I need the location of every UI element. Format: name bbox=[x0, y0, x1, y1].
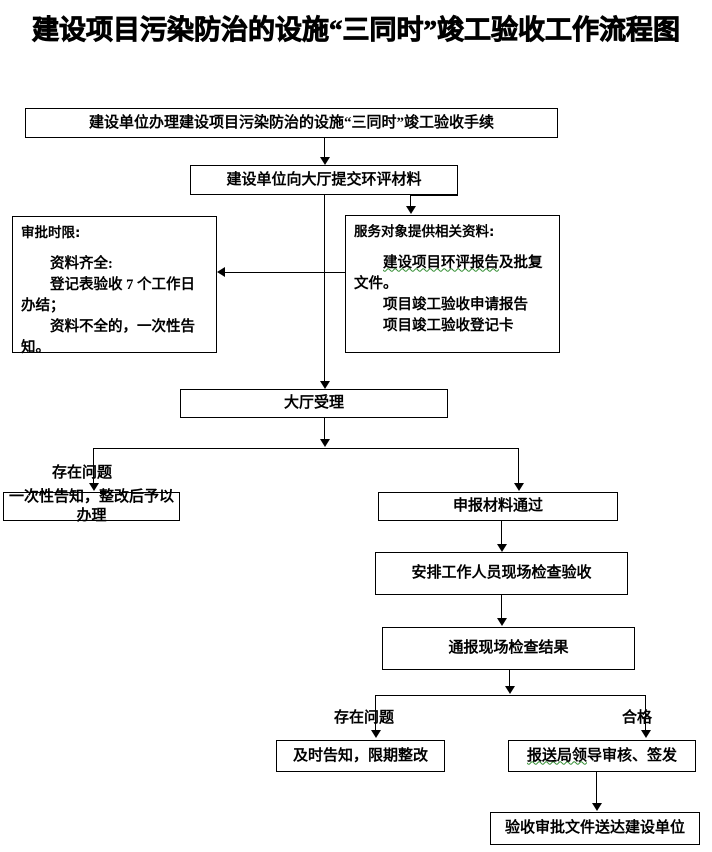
edge-label-problem-upper: 存在问题 bbox=[52, 465, 113, 481]
approval-time-limit-line-3: 资料不全的，一次性告知。 bbox=[21, 318, 195, 356]
connector-split-right-leg bbox=[518, 448, 519, 484]
connector-lower-right-leg bbox=[645, 695, 646, 731]
connector-split-left-leg bbox=[93, 448, 94, 484]
node-submit-to-leader: 报送局领导审核、签发 bbox=[508, 740, 696, 772]
node-deliver-document: 验收审批文件送达建设单位 bbox=[490, 812, 700, 845]
approval-time-limit-header: 审批时限: bbox=[21, 225, 81, 241]
node-hall-accept: 大厅受理 bbox=[180, 389, 448, 418]
arrowhead-hall-to-split bbox=[320, 439, 330, 447]
node-approval-time-limit: 审批时限: 资料齐全: 登记表验收 7 个工作日办结； 资料不全的，一次性告知。 bbox=[12, 216, 217, 356]
required-materials-line-2: 项目竣工验收申请报告 bbox=[383, 296, 528, 313]
connector-pass-to-site-check bbox=[501, 521, 502, 545]
arrowhead-site-check-to-report bbox=[497, 618, 507, 626]
arrowhead-lower-right-leg bbox=[641, 730, 651, 738]
connector-site-check-to-report bbox=[501, 595, 502, 619]
arrowhead-lower-left-leg bbox=[371, 730, 381, 738]
required-materials-line-3: 项目竣工验收登记卡 bbox=[383, 317, 514, 334]
connector-leader-to-deliver bbox=[596, 772, 597, 804]
connector-submit-to-hall bbox=[324, 195, 325, 381]
node-required-materials: 服务对象提供相关资料: 建设项目环评报告及批复文件。 项目竣工验收申请报告 项目… bbox=[345, 215, 560, 353]
approval-time-limit-line-1: 资料齐全: bbox=[50, 255, 113, 272]
required-materials-line-1-spellchecked: 建设项目环评报告 bbox=[383, 254, 499, 271]
arrowhead-split-right-leg bbox=[514, 483, 524, 491]
connector-lower-left-leg bbox=[375, 695, 376, 731]
node-materials-pass: 申报材料通过 bbox=[378, 492, 618, 521]
connector-submit-to-materials-h bbox=[410, 195, 458, 196]
node-site-inspection: 安排工作人员现场检查验收 bbox=[375, 552, 628, 595]
page-title: 建设项目污染防治的设施“三同时”竣工验收工作流程图 bbox=[32, 15, 681, 46]
arrowhead-report-to-split bbox=[505, 686, 515, 694]
approval-time-limit-line-2: 登记表验收 7 个工作日办结； bbox=[21, 276, 195, 314]
arrowhead-split-left-leg bbox=[89, 483, 99, 491]
arrowhead-leader-to-deliver bbox=[592, 803, 602, 811]
arrowhead-pass-to-site-check bbox=[497, 544, 507, 552]
required-materials-line-1-rest: 及批复文件。 bbox=[354, 254, 543, 292]
connector-report-to-split bbox=[509, 670, 510, 687]
submit-to-leader-spellchecked: 报送局领 bbox=[526, 747, 587, 764]
split-bar-upper bbox=[93, 448, 519, 449]
node-timely-notice: 及时告知，限期整改 bbox=[276, 740, 445, 772]
node-inform-once: 一次性告知，整改后予以办理 bbox=[3, 489, 180, 524]
connector-submit-to-materials-v bbox=[410, 195, 411, 207]
connector-hall-to-split bbox=[324, 418, 325, 440]
split-bar-lower bbox=[375, 695, 645, 696]
arrowhead-materials-to-approval bbox=[217, 267, 225, 277]
arrowhead-submit-to-materials bbox=[406, 206, 416, 214]
node-start: 建设单位办理建设项目污染防治的设施“三同时”竣工验收手续 bbox=[25, 108, 558, 138]
edge-label-qualified: 合格 bbox=[622, 710, 653, 726]
edge-label-problem-lower: 存在问题 bbox=[334, 710, 395, 726]
submit-to-leader-rest: 导审核、签发 bbox=[587, 747, 678, 764]
connector-start-to-submit bbox=[324, 138, 325, 158]
connector-materials-to-approval bbox=[225, 272, 345, 273]
arrowhead-submit-to-hall bbox=[320, 381, 330, 389]
node-report-result: 通报现场检查结果 bbox=[382, 627, 635, 670]
required-materials-line-1: 建设项目环评报告及批复文件。 bbox=[354, 253, 551, 295]
required-materials-header: 服务对象提供相关资料: bbox=[354, 224, 495, 240]
arrowhead-start-to-submit bbox=[320, 157, 330, 165]
node-submit-materials: 建设单位向大厅提交环评材料 bbox=[190, 165, 458, 195]
